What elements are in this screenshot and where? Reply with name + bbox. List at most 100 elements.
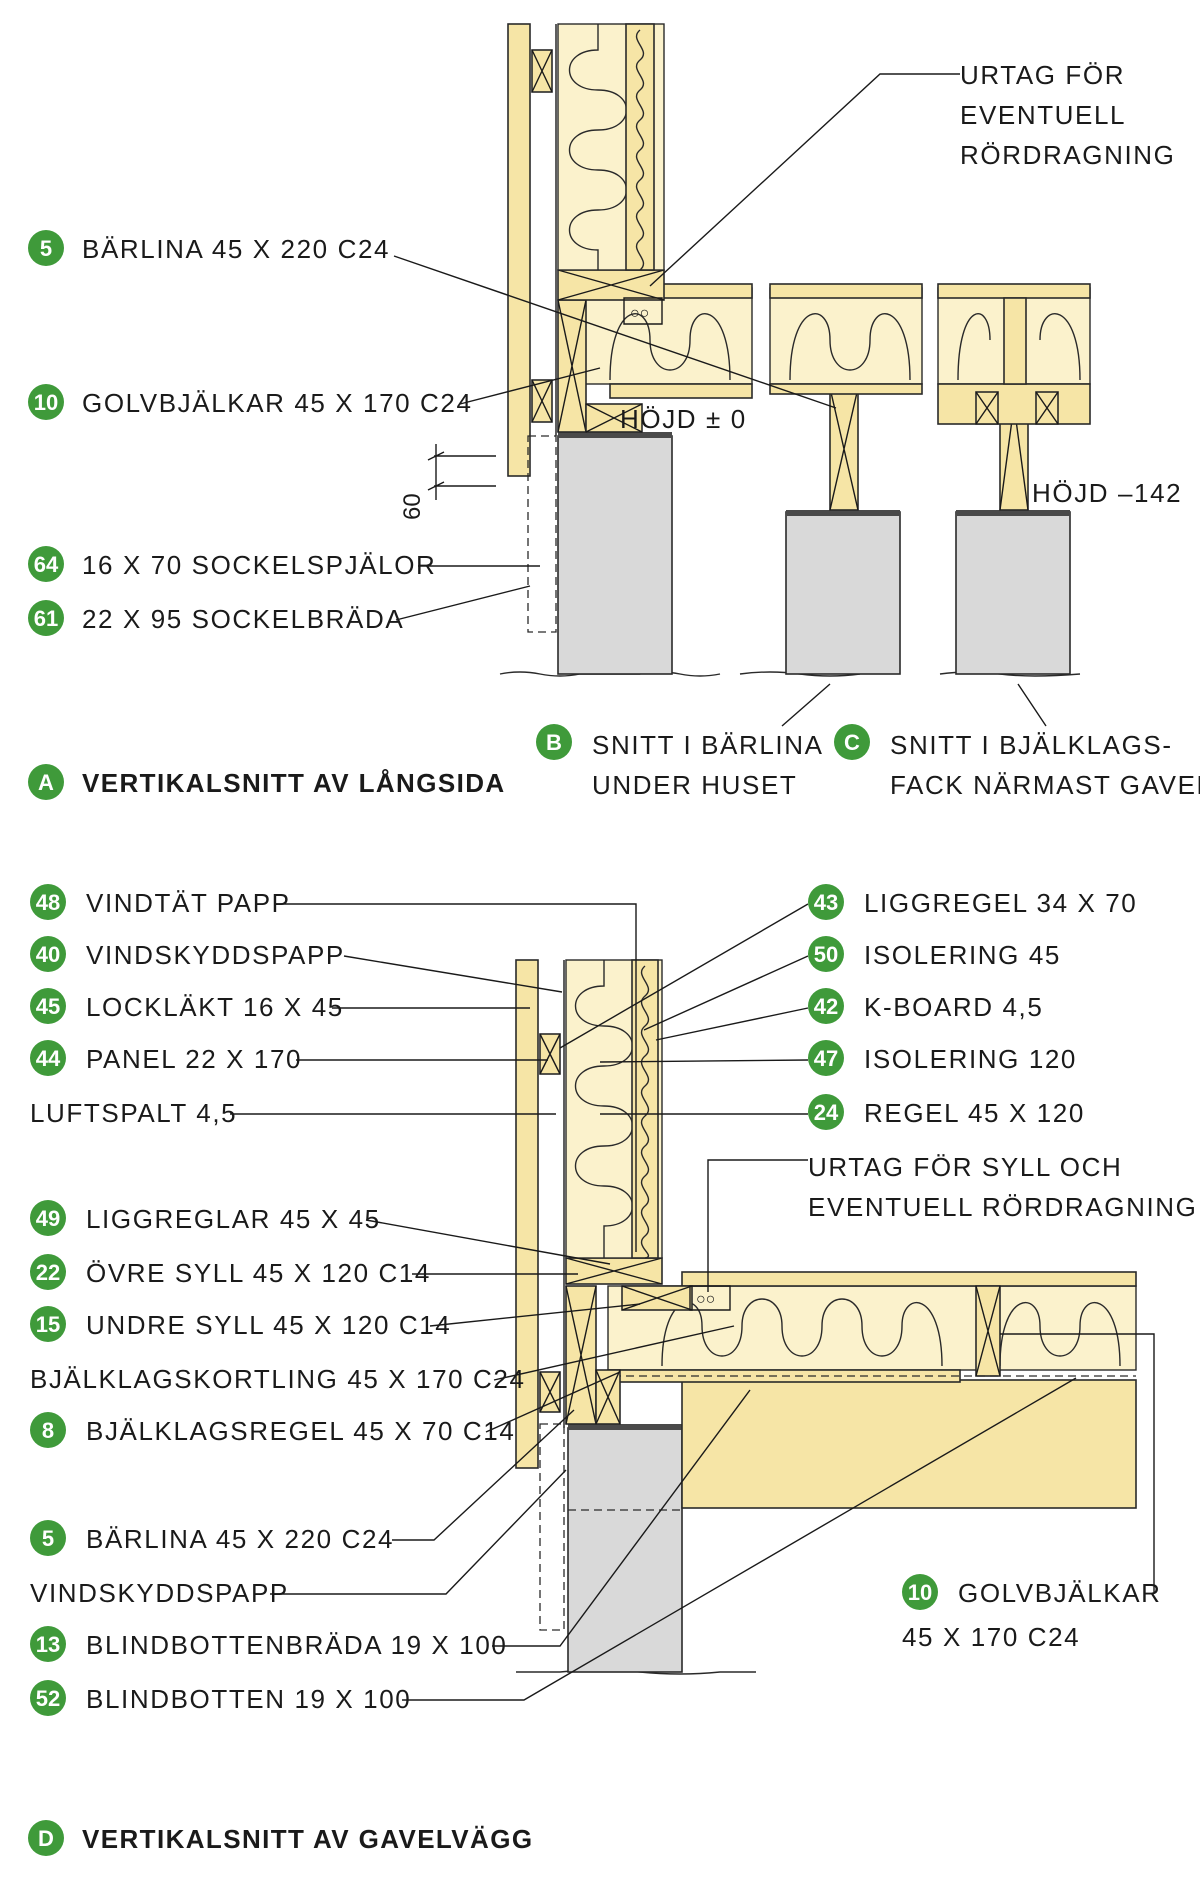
badge-13 <box>30 1626 66 1662</box>
badge-50 <box>808 936 844 972</box>
label-vindskyddspapp: VINDSKYDDSPAPP <box>86 940 345 970</box>
leader-13 <box>492 1389 751 1647</box>
floor-d-waves <box>661 1298 1121 1367</box>
floor-c1-beam <box>937 383 1091 425</box>
label-barlina-d: BÄRLINA 45 X 220 C24 <box>86 1524 394 1554</box>
urtag-line-2: EVENTUELL <box>960 100 1126 130</box>
liggregel-d-low-cross <box>539 1371 561 1413</box>
badge-22-num: 22 <box>36 1260 60 1285</box>
plinth-b <box>785 511 901 675</box>
badge-5-d <box>30 1520 66 1556</box>
floor-insulation-waves-a <box>609 313 1081 381</box>
blindbotten-slab <box>681 1379 1137 1509</box>
batten-a-low-cross <box>531 379 553 423</box>
plinth-a-cap <box>558 432 672 438</box>
badge-48 <box>30 884 66 920</box>
urtag-a-symbol: ○○ <box>630 305 649 322</box>
floor-d <box>607 1285 1137 1371</box>
leader-b <box>781 683 831 727</box>
badge-5-a <box>28 230 64 266</box>
dimension-60-lines <box>427 444 496 500</box>
badge-10-a-num: 10 <box>34 390 58 415</box>
label-sockelbrada: 22 X 95 SOCKELBRÄDA <box>82 604 404 634</box>
urtag-d-symbol: ○○ <box>696 1291 715 1308</box>
snitt-b-line-1: SNITT I BÄRLINA <box>592 730 824 760</box>
badge-47-num: 47 <box>814 1046 838 1071</box>
badge-22 <box>30 1254 66 1290</box>
leader-vindskydd2 <box>270 1469 567 1595</box>
label-locklakt: LOCKLÄKT 16 X 45 <box>86 992 344 1022</box>
label-isolering-45: ISOLERING 45 <box>864 940 1061 970</box>
badge-d-letter: D <box>38 1826 54 1851</box>
floor-b1-beam <box>769 383 923 395</box>
barlina-a-cross <box>557 299 587 433</box>
badge-52 <box>30 1680 66 1716</box>
badge-10-d <box>902 1574 938 1610</box>
label-sockelspjalor: 16 X 70 SOCKELSPJÄLOR <box>82 550 436 580</box>
leader-48 <box>276 903 637 1252</box>
undre-syll-cross <box>621 1285 693 1311</box>
joist-end-a-cross <box>585 403 643 433</box>
label-vindtat-papp: VINDTÄT PAPP <box>86 888 291 918</box>
label-kortling: BJÄLKLAGSKORTLING 45 X 170 C24 <box>30 1364 526 1394</box>
wall-a-inner-batten <box>625 23 655 271</box>
leader-10-a <box>459 367 601 405</box>
badge-64 <box>28 546 64 582</box>
hojd-0: HÖJD ± 0 <box>620 404 747 434</box>
leader-50 <box>643 955 809 1031</box>
badge-50-num: 50 <box>814 942 838 967</box>
snitt-c-line-1: SNITT I BJÄLKLAGS- <box>890 730 1173 760</box>
leader-urtag-d <box>707 1159 808 1292</box>
snitt-b-line-2: UNDER HUSET <box>592 770 797 800</box>
floor-d-joist-cross <box>975 1285 1001 1377</box>
badge-43 <box>808 884 844 920</box>
plinth-a <box>557 435 673 675</box>
badge-b <box>536 724 572 760</box>
label-undre-syll: UNDRE SYLL 45 X 120 C14 <box>86 1310 451 1340</box>
golvbjalkar-line-1: GOLVBJÄLKAR <box>958 1578 1162 1608</box>
label-liggreglar: LIGGREGLAR 45 X 45 <box>86 1204 381 1234</box>
badge-8 <box>30 1412 66 1448</box>
label-barlina-a: BÄRLINA 45 X 220 C24 <box>82 234 390 264</box>
label-isolering-120: ISOLERING 120 <box>864 1044 1077 1074</box>
leader-42 <box>655 1007 809 1041</box>
leader-52 <box>402 1377 1077 1701</box>
badge-10-d-num: 10 <box>908 1580 932 1605</box>
badge-c <box>834 724 870 760</box>
badge-d <box>28 1820 64 1856</box>
urtag-syll-line-1: URTAG FÖR SYLL OCH <box>808 1152 1122 1182</box>
badge-a <box>28 764 64 800</box>
plinth-d-cap <box>568 1424 682 1430</box>
leader-c <box>1017 683 1047 727</box>
badge-8-num: 8 <box>42 1418 54 1443</box>
label-blindbottenbrada: BLINDBOTTENBRÄDA 19 X 100 <box>86 1630 507 1660</box>
leader-5-d <box>392 1409 575 1541</box>
label-luftspalt: LUFTSPALT 4,5 <box>30 1098 237 1128</box>
badge-5-a-num: 5 <box>40 236 52 261</box>
leader-10-d <box>1000 1333 1155 1594</box>
badge-47 <box>808 1040 844 1076</box>
plinth-d <box>567 1427 683 1673</box>
badge-15-num: 15 <box>36 1312 60 1337</box>
label-bjalklagsregel: BJÄLKLAGSREGEL 45 X 70 C14 <box>86 1416 515 1446</box>
section-a-drawing: ○○ 60 <box>393 23 1091 727</box>
badge-42 <box>808 988 844 1024</box>
floor-d-top <box>681 1271 1137 1287</box>
floor-a1-bottom <box>609 383 753 399</box>
badge-13-num: 13 <box>36 1632 60 1657</box>
plinth-c <box>955 511 1071 675</box>
dimension-60: 60 <box>399 493 426 520</box>
label-panel: PANEL 22 X 170 <box>86 1044 302 1074</box>
label-ovre-syll: ÖVRE SYLL 45 X 120 C14 <box>86 1258 431 1288</box>
urtag-a-box <box>623 297 663 325</box>
wall-d-inner-waves <box>640 965 650 1259</box>
badge-42-num: 42 <box>814 994 838 1019</box>
kortling-d-cross <box>595 1369 621 1425</box>
badge-b-letter: B <box>546 730 562 755</box>
urtag-line-3: RÖRDRAGNING <box>960 140 1176 170</box>
plinth-c-cap <box>956 510 1070 516</box>
leader-49 <box>365 1219 611 1265</box>
leader-47 <box>599 1059 809 1063</box>
floor-b1-top <box>769 283 923 299</box>
